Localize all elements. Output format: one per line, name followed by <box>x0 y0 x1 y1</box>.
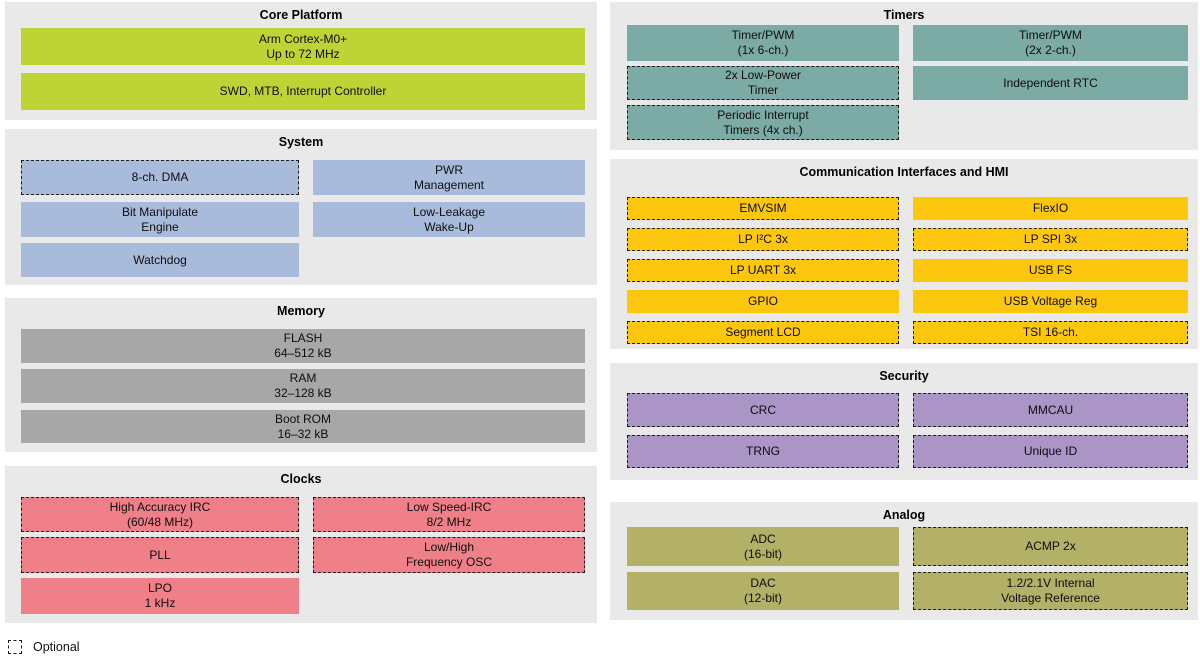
block-tsi: TSI 16-ch. <box>913 321 1188 344</box>
block-swd-mtb-interrupt-controller: SWD, MTB, Interrupt Controller <box>21 73 585 110</box>
block-pwr-management: PWR Management <box>313 160 585 195</box>
block-flexio: FlexIO <box>913 197 1188 220</box>
block-low-high-frequency-osc: Low/High Frequency OSC <box>313 537 585 573</box>
legend-optional: Optional <box>8 640 80 654</box>
section-communication-hmi: Communication Interfaces and HMI EMVSIM … <box>610 159 1198 349</box>
section-security-title: Security <box>879 369 929 383</box>
block-arm-cortex-m0plus: Arm Cortex-M0+ Up to 72 MHz <box>21 28 585 65</box>
block-adc: ADC (16-bit) <box>627 527 899 566</box>
section-core-platform: Core Platform Arm Cortex-M0+ Up to 72 MH… <box>5 2 597 120</box>
block-gpio: GPIO <box>627 290 899 313</box>
block-usb-fs: USB FS <box>913 259 1188 282</box>
block-usb-voltage-reg: USB Voltage Reg <box>913 290 1188 313</box>
block-lp-uart: LP UART 3x <box>627 259 899 282</box>
section-core-platform-title: Core Platform <box>259 8 343 22</box>
legend-optional-label: Optional <box>33 640 80 654</box>
section-analog: Analog ADC (16-bit) ACMP 2x DAC (12-bit)… <box>610 502 1198 620</box>
block-crc: CRC <box>627 393 899 427</box>
block-internal-voltage-reference: 1.2/2.1V Internal Voltage Reference <box>913 572 1188 610</box>
section-security: Security CRC MMCAU TRNG Unique ID <box>610 363 1198 480</box>
block-timer-pwm-1x6ch: Timer/PWM (1x 6-ch.) <box>627 25 899 61</box>
block-flash: FLASH 64–512 kB <box>21 329 585 363</box>
section-system-title: System <box>278 135 324 149</box>
block-acmp: ACMP 2x <box>913 527 1188 566</box>
section-memory-title: Memory <box>277 304 325 318</box>
block-lpo: LPO 1 kHz <box>21 578 299 614</box>
section-clocks-title: Clocks <box>280 472 322 486</box>
optional-dashed-swatch-icon <box>8 640 22 654</box>
section-system: System 8-ch. DMA PWR Management Bit Mani… <box>5 129 597 285</box>
block-high-accuracy-irc: High Accuracy IRC (60/48 MHz) <box>21 497 299 532</box>
block-segment-lcd: Segment LCD <box>627 321 899 344</box>
section-analog-title: Analog <box>882 508 926 522</box>
block-trng: TRNG <box>627 435 899 468</box>
section-memory: Memory FLASH 64–512 kB RAM 32–128 kB Boo… <box>5 298 597 452</box>
block-bit-manipulate-engine: Bit Manipulate Engine <box>21 202 299 237</box>
block-dac: DAC (12-bit) <box>627 572 899 610</box>
section-communication-hmi-title: Communication Interfaces and HMI <box>799 165 1009 179</box>
section-timers-title: Timers <box>883 8 925 22</box>
block-boot-rom: Boot ROM 16–32 kB <box>21 410 585 443</box>
block-watchdog: Watchdog <box>21 243 299 277</box>
block-low-power-timer: 2x Low-Power Timer <box>627 66 899 100</box>
block-emvsim: EMVSIM <box>627 197 899 220</box>
block-periodic-interrupt-timers: Periodic Interrupt Timers (4x ch.) <box>627 105 899 140</box>
block-unique-id: Unique ID <box>913 435 1188 468</box>
block-pll: PLL <box>21 537 299 573</box>
section-clocks: Clocks High Accuracy IRC (60/48 MHz) Low… <box>5 466 597 623</box>
block-8ch-dma: 8-ch. DMA <box>21 160 299 195</box>
block-mmcau: MMCAU <box>913 393 1188 427</box>
block-low-speed-irc: Low Speed-IRC 8/2 MHz <box>313 497 585 532</box>
block-independent-rtc: Independent RTC <box>913 66 1188 100</box>
section-timers: Timers Timer/PWM (1x 6-ch.) Timer/PWM (2… <box>610 2 1198 150</box>
block-timer-pwm-2x2ch: Timer/PWM (2x 2-ch.) <box>913 25 1188 61</box>
block-lp-i2c: LP I²C 3x <box>627 228 899 251</box>
block-ram: RAM 32–128 kB <box>21 369 585 403</box>
block-low-leakage-wakeup: Low-Leakage Wake-Up <box>313 202 585 237</box>
block-lp-spi: LP SPI 3x <box>913 228 1188 251</box>
